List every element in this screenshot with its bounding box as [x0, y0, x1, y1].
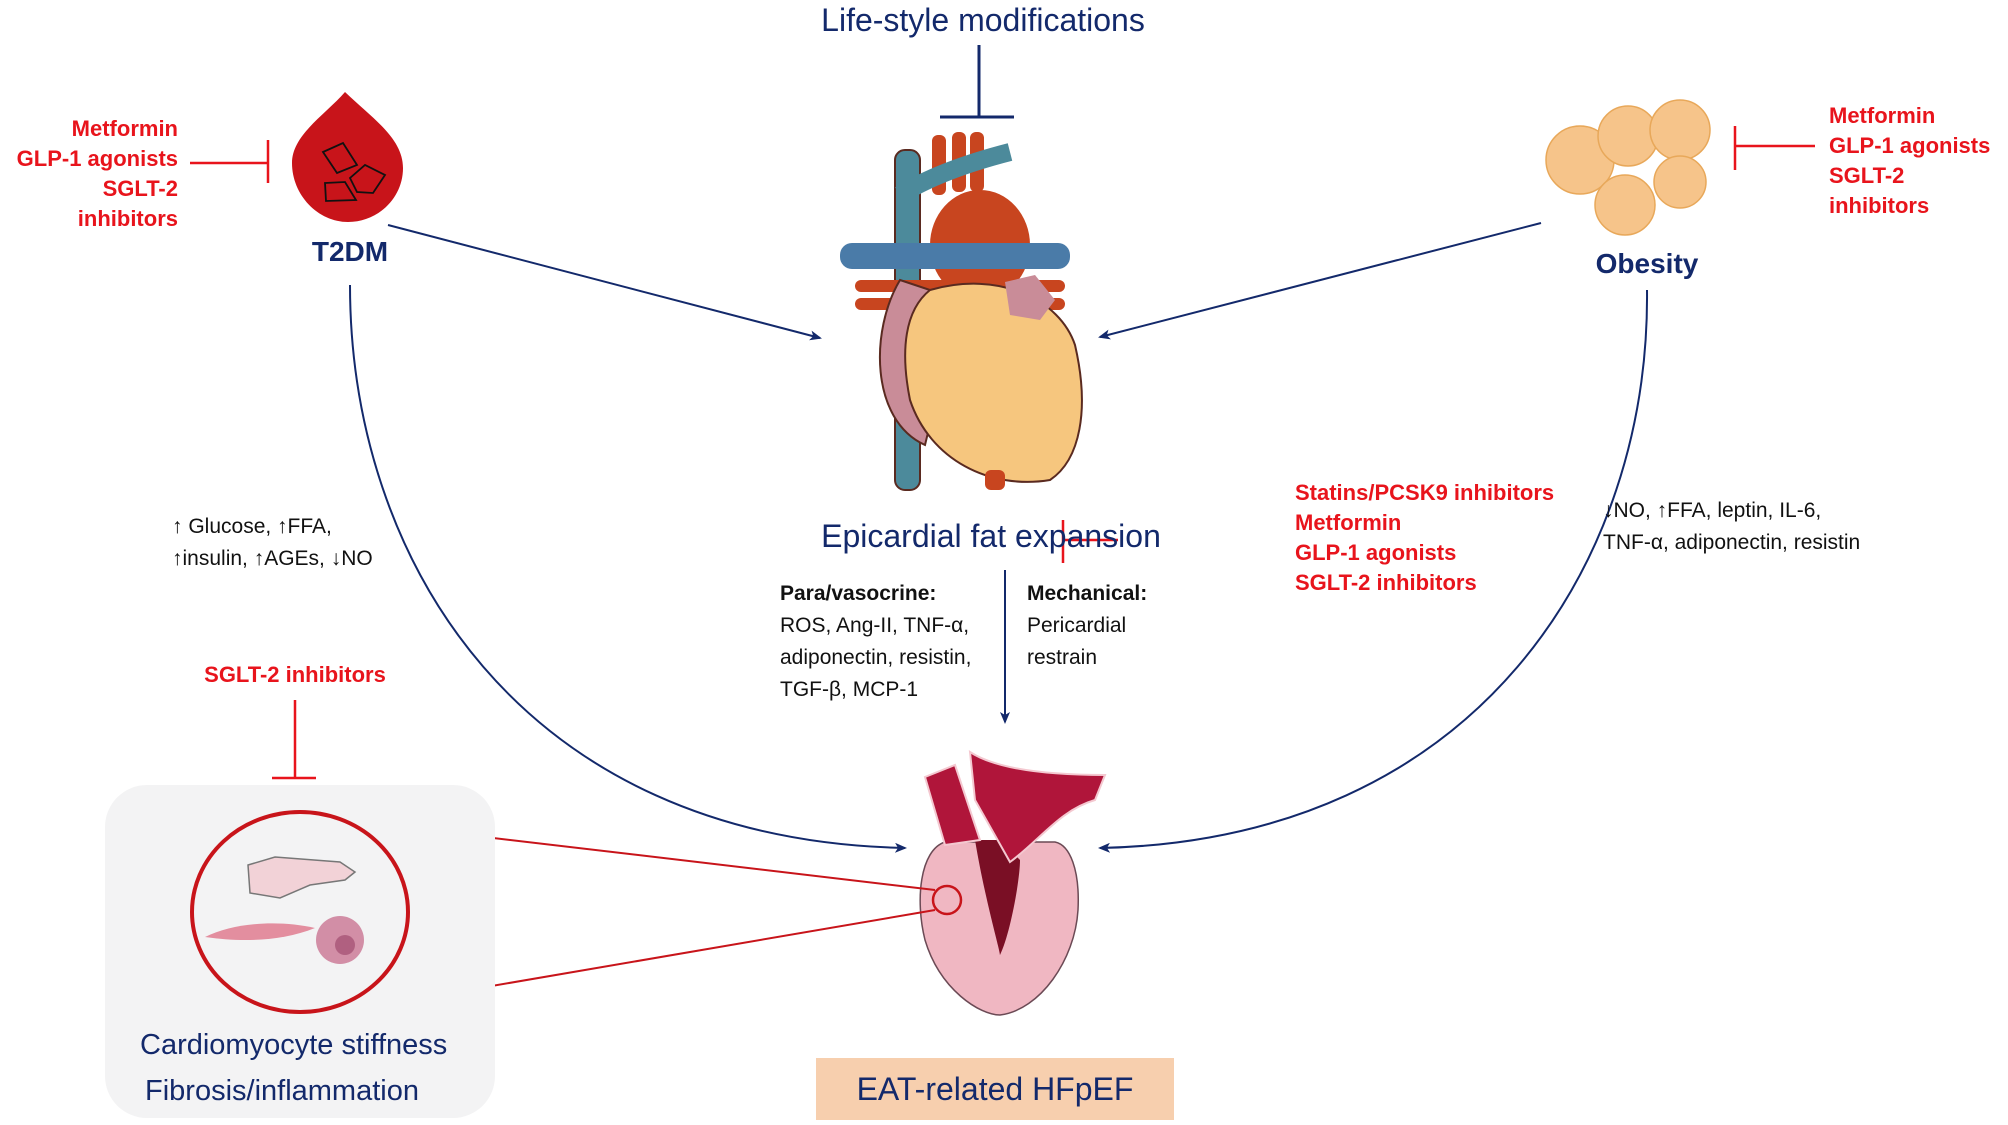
t2dm-drug-inhibitor	[190, 140, 270, 183]
drug-item: SGLT-2 inhibitors	[1295, 570, 1477, 595]
epicardial-drug-list: Statins/PCSK9 inhibitors Metformin GLP-1…	[1295, 478, 1554, 598]
drug-item: SGLT-2 inhibitors	[77, 176, 178, 231]
drug-item: Metformin	[71, 116, 178, 141]
effect-line: TNF-α, adiponectin, resistin	[1603, 531, 1861, 554]
drug-item: Metformin	[1295, 510, 1402, 535]
arrow-t2dm-to-heart	[387, 224, 822, 341]
fat-cells-icon	[1545, 99, 1711, 236]
arrow-t2dm-to-hfpef	[349, 284, 907, 853]
mechanism-line: Pericardial	[1027, 614, 1127, 637]
obesity-effects: ↓NO, ↑FFA, leptin, IL-6, TNF-α, adiponec…	[1603, 495, 1860, 559]
heart-cross-section-illustration	[919, 750, 1107, 1016]
epicardial-drug-inhibitor	[1061, 520, 1118, 563]
heart-epicardial-fat-illustration	[840, 132, 1083, 491]
cellular-drug-inhibitor	[272, 700, 316, 780]
lifestyle-inhibitor	[940, 45, 1014, 119]
cellular-drug: SGLT-2 inhibitors	[204, 662, 386, 687]
obesity-label: Obesity	[1595, 248, 1699, 279]
effect-line: ↑insulin, ↑AGEs, ↓NO	[172, 547, 373, 570]
cellular-line: Fibrosis/inflammation	[145, 1075, 419, 1107]
drug-item: GLP-1 agonists	[16, 146, 178, 171]
mechanism-line: adiponectin, resistin,	[780, 646, 972, 669]
mechanical-mechanism: Mechanical: Pericardial restrain	[1027, 578, 1147, 674]
drug-item: GLP-1 agonists	[1829, 133, 1991, 158]
t2dm-label: T2DM	[311, 236, 389, 267]
hfpef-outcome-box: EAT-related HFpEF	[816, 1058, 1174, 1120]
obesity-drug-list: Metformin GLP-1 agonists SGLT-2 inhibito…	[1829, 101, 2008, 221]
cardiomyocyte-icon	[247, 856, 357, 899]
drug-item: Statins/PCSK9 inhibitors	[1295, 480, 1555, 505]
arrow-obesity-to-heart	[1098, 222, 1542, 340]
epicardial-label: Epicardial fat expansion	[821, 518, 1161, 554]
effect-line: ↓NO, ↑FFA, leptin, IL-6,	[1603, 499, 1822, 522]
effect-line: ↑ Glucose, ↑FFA,	[172, 515, 332, 538]
mechanism-line: restrain	[1027, 646, 1098, 669]
lifestyle-title: Life-style modifications	[821, 2, 1145, 38]
mechanism-line: TGF-β, MCP-1	[780, 678, 919, 701]
t2dm-effects: ↑ Glucose, ↑FFA, ↑insulin, ↑AGEs, ↓NO	[172, 511, 373, 575]
arrow-obesity-to-hfpef	[1098, 289, 1649, 853]
cellular-line: Cardiomyocyte stiffness	[140, 1029, 448, 1061]
drug-item: SGLT-2 inhibitors	[1829, 163, 1930, 218]
blood-drop-icon	[292, 92, 403, 222]
cellular-effects-text: Cardiomyocyte stiffness Fibrosis/inflamm…	[140, 1022, 447, 1114]
mechanism-heading: Para/vasocrine:	[780, 582, 937, 605]
t2dm-drug-list: Metformin GLP-1 agonists SGLT-2 inhibito…	[0, 114, 178, 234]
drug-item: GLP-1 agonists	[1295, 540, 1457, 565]
mechanism-line: ROS, Ang-II, TNF-α,	[780, 614, 970, 637]
cellular-zoom-circle	[190, 810, 410, 1014]
paracrine-mechanism: Para/vasocrine: ROS, Ang-II, TNF-α, adip…	[780, 578, 971, 706]
obesity-drug-inhibitor	[1733, 126, 1815, 170]
hfpef-label: EAT-related HFpEF	[856, 1070, 1134, 1107]
drug-item: Metformin	[1829, 103, 1936, 128]
fibroblast-icon	[205, 923, 315, 941]
mechanism-heading: Mechanical:	[1027, 582, 1148, 605]
